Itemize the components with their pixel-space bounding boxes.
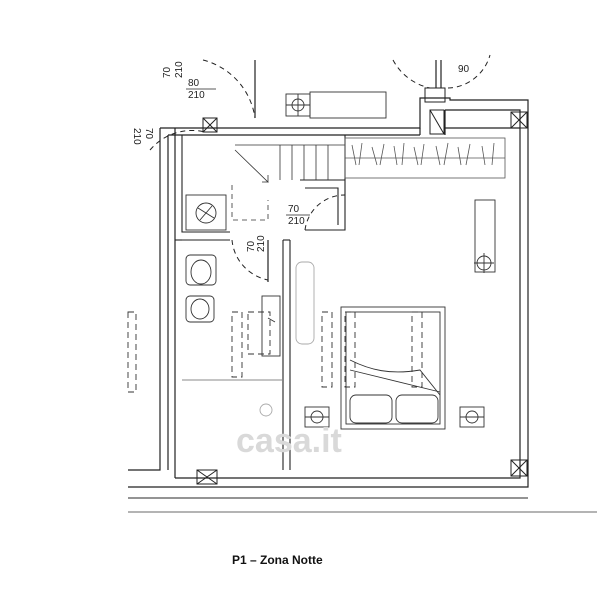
door-leaves (254, 60, 442, 282)
dim-bath-height: 210 (256, 235, 267, 252)
dim-stair-height: 210 (288, 216, 305, 227)
dim-bath-width: 70 (246, 240, 257, 252)
ceiling-lights (285, 91, 496, 428)
watermark-text: casa.it (236, 422, 342, 460)
bathroom-fixtures (185, 194, 315, 417)
dim-left-height: 210 (131, 128, 142, 145)
dim-left-width: 70 (143, 128, 154, 140)
structural-columns (196, 87, 528, 485)
door-swings (149, 54, 491, 281)
outer-walls (128, 97, 597, 513)
dim-top-left-width: 70 (162, 66, 173, 78)
dim-top-right-width: 90 (458, 64, 470, 75)
dim-stair-width: 70 (288, 204, 300, 215)
dimension-labels: 70 210 80 210 70 210 90 70 210 70 210 (131, 61, 470, 252)
interior-walls (175, 135, 346, 470)
exterior-dashed-items (127, 311, 243, 393)
dim-top-left-height: 210 (174, 61, 185, 78)
bed (321, 306, 446, 430)
dim-top-mid-width: 80 (188, 78, 200, 89)
plan-caption: P1 – Zona Notte (232, 553, 323, 567)
staircase (231, 144, 345, 221)
wardrobe (344, 137, 506, 179)
dim-top-mid-height: 210 (188, 90, 205, 101)
